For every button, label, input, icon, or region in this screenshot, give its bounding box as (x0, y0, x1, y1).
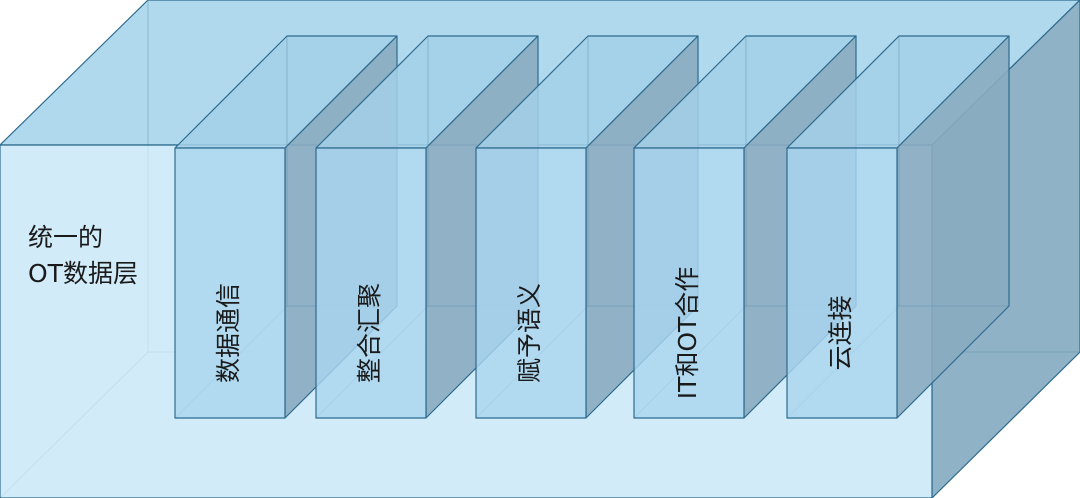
data-layer-label-line1: 统一的 (28, 223, 103, 252)
module-front-face (633, 147, 745, 419)
module-group: 数据通信 整合汇聚 赋予语义 IT和OT合作 云连接 (174, 35, 1010, 419)
module-label: 云连接 (826, 295, 855, 370)
module-front-face (315, 147, 427, 419)
module-front-face (174, 147, 286, 419)
module-front-face (786, 147, 898, 419)
module-box: 云连接 (786, 35, 1010, 419)
module-label: 整合汇聚 (355, 283, 384, 383)
module-label: 数据通信 (214, 283, 243, 383)
module-front-face (475, 147, 587, 419)
module-label: IT和OT合作 (673, 267, 702, 400)
module-label: 赋予语义 (515, 283, 544, 383)
data-layer-label-line2: OT数据层 (28, 259, 138, 288)
